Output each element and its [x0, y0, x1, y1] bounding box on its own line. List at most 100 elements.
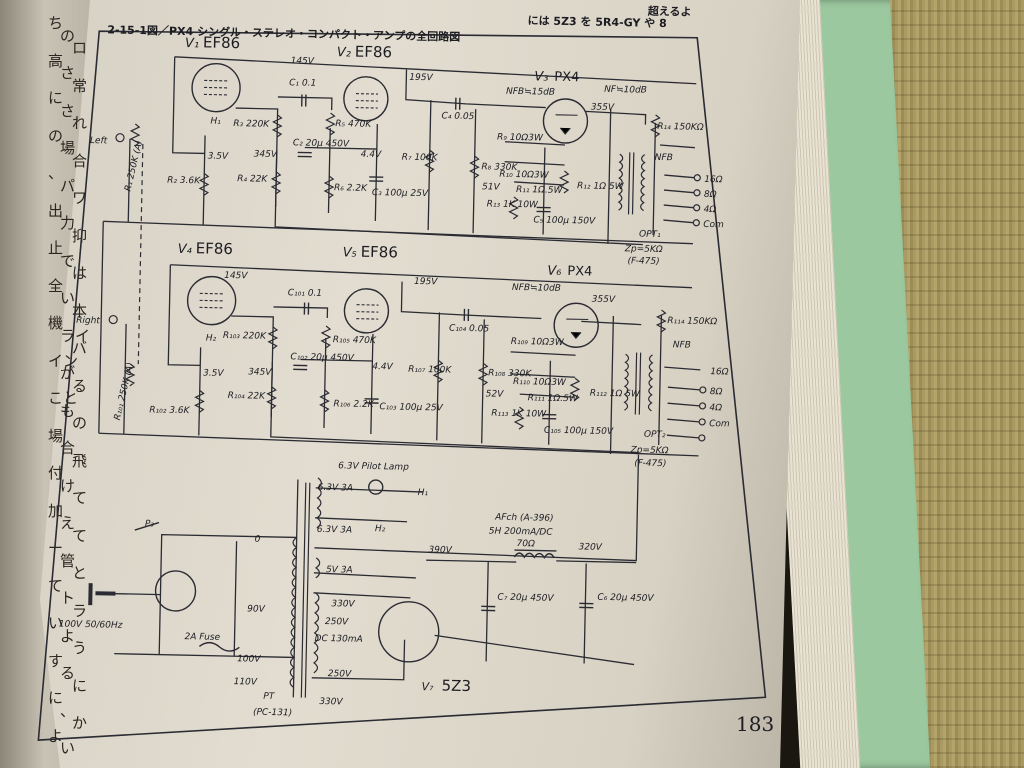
left-page-char: い [60, 289, 76, 307]
opt1-label: OPT₁ [639, 230, 661, 240]
v6-label: V₆ [547, 264, 561, 279]
ch1-345v: 345V [254, 149, 278, 160]
ch1-out4: 4Ω [704, 205, 717, 215]
tap-0: 0 [255, 535, 261, 545]
left-page-char: は [72, 264, 88, 282]
rect-label: V₇ [421, 680, 434, 693]
tap-90: 90V [247, 604, 266, 614]
ch1-355v: 355V [591, 103, 615, 114]
v390: 390V [428, 545, 452, 556]
c103: C₁₀₃ 100μ 25V [379, 402, 443, 413]
left-page-char: す [48, 651, 64, 670]
tube-v3 [542, 98, 589, 144]
tube-v7 [378, 601, 440, 663]
ch1-caps [297, 94, 551, 213]
afch-label: AFch (A-396) [494, 513, 554, 524]
r8: R₈ 330K [481, 162, 518, 173]
left-page-char: の [60, 26, 76, 45]
ch2-com: Com [709, 419, 730, 429]
pilot-lamp [368, 479, 384, 495]
opt1-zp: Zp=5KΩ [624, 244, 663, 255]
v4-label: V₄ [178, 242, 193, 257]
c101: C₁₀₁ 0.1 [288, 288, 322, 299]
ch2-52v: 52V [486, 389, 505, 399]
left-page-char: よ [60, 626, 76, 645]
tube-v2 [343, 76, 389, 122]
ch2-h2: H₂ [206, 334, 217, 344]
ch1-out16: 16Ω [704, 175, 723, 185]
left-page-char: 、 [48, 164, 64, 182]
r106: R₁₀₆ 2.2K [333, 399, 374, 410]
ch2-35v: 3.5V [203, 368, 225, 378]
r111: R₁₁₁ 1Ω.5W [528, 393, 579, 404]
v1-type: EF86 [203, 33, 241, 52]
r4: R₄ 22K [237, 174, 268, 185]
c3: C₃ 100μ 25V [372, 188, 429, 199]
left-page-char: ト [60, 589, 76, 607]
ch1-195v: 195V [409, 73, 433, 84]
pt-coils [289, 477, 322, 698]
r101: R₁₀₁ 250K (A) [113, 361, 136, 421]
left-page-char: て [72, 526, 88, 545]
left-page-char: う [72, 639, 88, 657]
left-page-char: に [48, 89, 64, 107]
r110: R₁₁₀ 10Ω3W [513, 377, 567, 388]
left-page-char: の [72, 414, 88, 432]
power-switch [134, 521, 160, 531]
r12: R₁₂ 1Ω 5W [577, 181, 625, 192]
c7: C₇ 20μ 450V [497, 593, 554, 604]
left-page-char: 場 [48, 426, 64, 445]
gang-link [137, 144, 144, 365]
c6: C₆ 20μ 450V [597, 593, 654, 604]
power-wiring [114, 454, 640, 698]
left-page-char: 、 [60, 701, 76, 720]
left-page-char: も [60, 401, 76, 420]
v2-label: V₂ [337, 45, 351, 60]
mains-plug [88, 583, 116, 606]
ch2-195v: 195V [414, 277, 438, 288]
left-page-char: 常 [72, 76, 88, 95]
left-page-char: 機 [48, 314, 64, 332]
pt-label: PT [263, 692, 276, 702]
tube-v4 [186, 275, 237, 326]
opt1-model: (F-475) [627, 256, 659, 267]
ch1-h1: H₁ [210, 117, 221, 127]
r104: R₁₀₄ 22K [228, 391, 267, 402]
mains-label: 100V 50/60Hz [59, 619, 123, 630]
left-page-char: 場 [60, 139, 76, 157]
left-page-char: が [60, 364, 76, 382]
left-page-char: て [72, 489, 88, 507]
pilot-label: 6.3V Pilot Lamp [338, 461, 409, 472]
tap-250a: 250V [325, 617, 349, 628]
r103: R₁₀₃ 220K [223, 331, 267, 342]
pwr-h2: H₂ [375, 524, 386, 534]
tube-v5 [343, 288, 390, 334]
left-page-char: え [60, 514, 76, 532]
ch1-input-label: Left [90, 136, 108, 146]
left-page-char: と [72, 564, 88, 582]
left-page-char: 管 [60, 551, 76, 570]
top-note: には 5Z3 を 5R4-GY や 8 [527, 14, 666, 30]
left-page-char: 抑 [72, 226, 88, 245]
h1-winding: 6.3V 3A [318, 483, 353, 494]
left-page-char: か [72, 714, 88, 732]
r10: R₁₀ 10Ω3W [499, 170, 550, 181]
c2: C₂ 20μ 450V [293, 138, 350, 149]
ch2-out8: 8Ω [710, 387, 723, 397]
v1-label: V₁ [185, 36, 199, 51]
ch2-nfb: NFB [673, 340, 691, 350]
fuse [198, 641, 240, 652]
tap-100: 100V [237, 654, 261, 665]
left-page-char: さ [60, 64, 76, 82]
r14: R₁₄ 150KΩ [657, 122, 704, 133]
left-page-char: パ [60, 176, 76, 195]
afch-coil [513, 552, 555, 559]
left-page-char: 全 [48, 276, 64, 295]
c1: C₁ 0.1 [289, 78, 316, 89]
v2-type: EF86 [355, 43, 393, 62]
v320: 320V [578, 542, 602, 553]
top-note-2: 超えるよ [647, 4, 692, 19]
ch2-355v: 355V [592, 295, 616, 306]
